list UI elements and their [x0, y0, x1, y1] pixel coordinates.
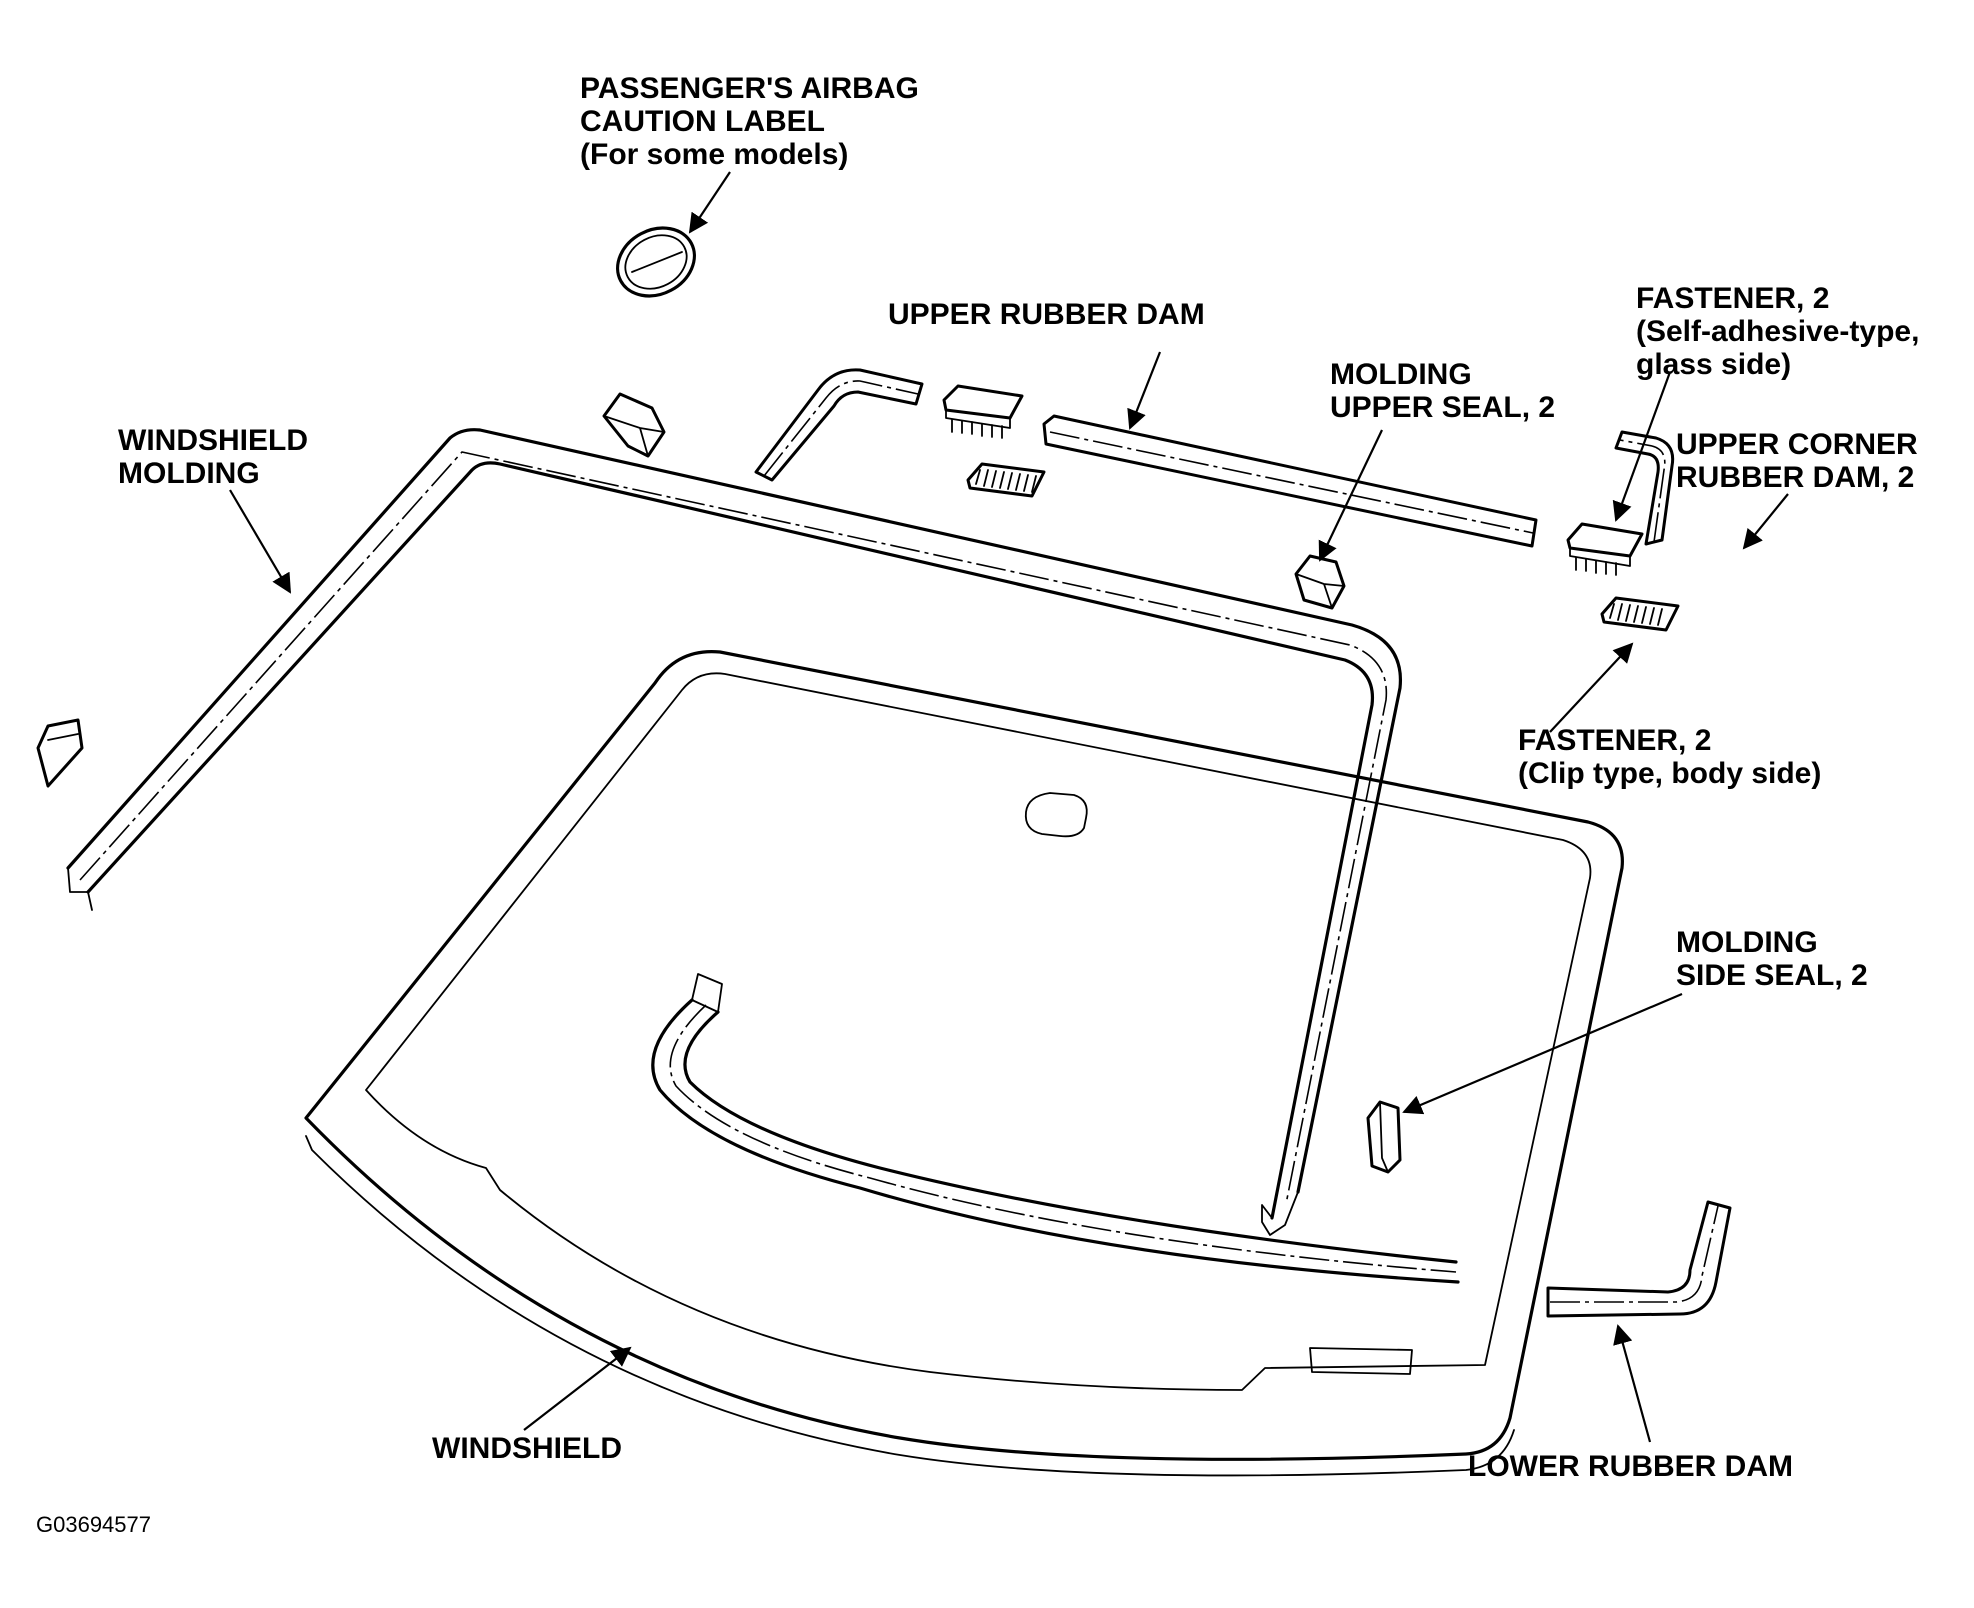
molding-side-seal-block-right — [1366, 1100, 1402, 1174]
figure-id: G03694577 — [36, 1512, 151, 1537]
lower-rubber-dam — [1546, 1200, 1732, 1318]
molding-side-seal-block — [36, 718, 84, 788]
fastener-clip-left — [966, 462, 1046, 498]
label-lower-rubber-dam: LOWER RUBBER DAM — [1468, 1450, 1793, 1483]
windshield-molding — [66, 428, 1403, 1236]
label-windshield: WINDSHIELD — [432, 1432, 622, 1465]
label-upper-corner-rubber-dam: UPPER CORNER RUBBER DAM, 2 — [1676, 428, 1918, 494]
molding-upper-seal-block — [602, 392, 666, 458]
airbag-caution-label — [616, 226, 696, 298]
label-windshield-molding: WINDSHIELD MOLDING — [118, 424, 308, 490]
inner-lower-molding — [651, 973, 1460, 1284]
windshield-glass — [304, 649, 1624, 1477]
label-upper-rubber-dam: UPPER RUBBER DAM — [888, 298, 1205, 331]
fastener-clip-right — [1600, 596, 1680, 632]
fastener-self-adhesive-right — [1566, 522, 1644, 576]
label-fastener-clip: FASTENER, 2 (Clip type, body side) — [1518, 724, 1822, 790]
label-airbag-caution: PASSENGER'S AIRBAG CAUTION LABEL (For so… — [580, 72, 919, 171]
molding-upper-seal-block-right — [1294, 554, 1346, 610]
upper-rubber-dam — [1042, 414, 1538, 548]
fastener-self-adhesive-left — [942, 384, 1024, 439]
upper-corner-rubber-dam-right — [1614, 430, 1675, 546]
label-molding-upper-seal: MOLDING UPPER SEAL, 2 — [1330, 358, 1556, 424]
upper-corner-rubber-dam-left — [754, 368, 924, 482]
leader-lines — [229, 171, 1789, 1443]
label-molding-side-seal: MOLDING SIDE SEAL, 2 — [1676, 926, 1868, 992]
label-fastener-self-adhesive: FASTENER, 2 (Self-adhesive-type, glass s… — [1636, 282, 1920, 381]
